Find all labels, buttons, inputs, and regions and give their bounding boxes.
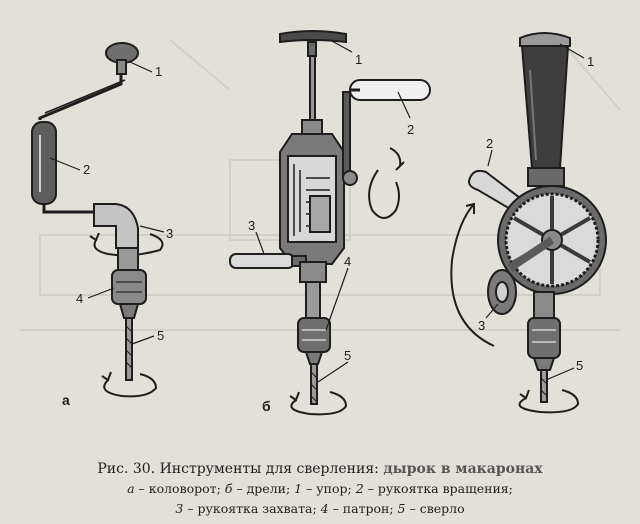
wheel-drill-bottom-arrow [518, 389, 580, 414]
panel-c-callout-5: 5 [576, 358, 583, 373]
panel-b-callout-3: 3 [248, 218, 255, 233]
wheel-drill-bit [540, 369, 548, 403]
caption-n3: 3 [175, 501, 184, 516]
panel-b-callout-4: 4 [344, 254, 351, 269]
drill-side-handle [229, 253, 295, 269]
panel-a-brace [31, 42, 165, 398]
brace-chuck-tip [118, 303, 140, 319]
panel-a-callout-3: 3 [166, 226, 173, 241]
wheel-drill-body [520, 45, 570, 169]
brace-lower-arm [42, 204, 94, 214]
brace-handle-grip [31, 121, 57, 205]
caption-a-text: – коловорот; [134, 481, 225, 496]
brace-elbow [93, 203, 139, 249]
panel-b-callout-2: 2 [407, 122, 414, 137]
drill-bit [310, 363, 318, 405]
drill-chuck [297, 317, 331, 353]
caption-n5: 5 [397, 501, 406, 516]
panel-b-hand-drill [229, 30, 431, 416]
figure-caption: Рис. 30. Инструменты для сверления: дыро… [0, 459, 640, 519]
drill-rotation-arrow [368, 169, 400, 219]
panel-a-callout-2: 2 [83, 162, 90, 177]
brace-spindle [117, 247, 139, 271]
drill-lower-collar [299, 261, 327, 283]
drill-t-handle [279, 30, 347, 44]
caption-n1: 1 [294, 481, 303, 496]
panel-c-callout-3: 2 [486, 136, 493, 151]
panel-b-callout-5: 5 [344, 348, 351, 363]
wheel-drill-chuck [527, 317, 561, 359]
brace-bottom-arrow [103, 373, 158, 398]
panel-b-callout-1: 1 [355, 52, 362, 67]
caption-t1: – упор; [302, 481, 356, 496]
panel-b-labels: 1 2 3 4 5 б [248, 52, 414, 414]
wheel-drill-rotation-arrow [450, 203, 495, 347]
caption-b-letter: б [224, 481, 233, 496]
panel-a-callout-1: 1 [155, 64, 162, 79]
caption-n4: 4 [320, 501, 329, 516]
caption-t5: – сверло [405, 501, 465, 516]
wheel-drill-head [519, 32, 571, 47]
panel-c-callout-2: 3 [478, 318, 485, 333]
caption-n2: 2 [355, 481, 364, 496]
panel-c-callout-1: 1 [587, 54, 594, 69]
brace-drill-bit [125, 317, 133, 381]
panel-a-labels: 1 2 3 4 5 а [62, 64, 173, 408]
panel-a-callout-4: 4 [76, 291, 83, 306]
caption-legend-line-2: 3 – рукоятка захвата; 4 – патрон; 5 – св… [0, 499, 640, 519]
caption-title: Рис. 30. Инструменты для сверления: дыро… [0, 459, 640, 479]
panel-c-labels: 1 2 3 5 [478, 54, 594, 373]
brace-crank-frame [38, 74, 123, 120]
panel-a-letter: а [62, 392, 70, 408]
panel-c-wheel-drill [450, 32, 607, 414]
drill-crank-arm [342, 91, 351, 179]
drill-rotation-handle [349, 79, 431, 101]
wheel-drill-crank [507, 236, 555, 272]
caption-t4: – патрон; [328, 501, 398, 516]
caption-title-highlight: дырок в макаронах [383, 461, 543, 477]
panel-b-letter: б [262, 398, 271, 414]
caption-t2: – рукоятка вращения; [363, 481, 513, 496]
caption-b-text: – дрели; [232, 481, 295, 496]
panel-a-callout-5: 5 [157, 328, 164, 343]
caption-title-prefix: Рис. 30. Инструменты для сверления: [97, 461, 379, 477]
caption-legend-line-1: а – коловорот; б – дрели; 1 – упор; 2 – … [0, 479, 640, 499]
brace-head-neck [116, 59, 127, 75]
drill-bottom-arrow [290, 391, 348, 416]
brace-chuck [111, 269, 147, 305]
caption-a-letter: а [127, 481, 135, 496]
caption-t3: – рукоятка захвата; [183, 501, 321, 516]
